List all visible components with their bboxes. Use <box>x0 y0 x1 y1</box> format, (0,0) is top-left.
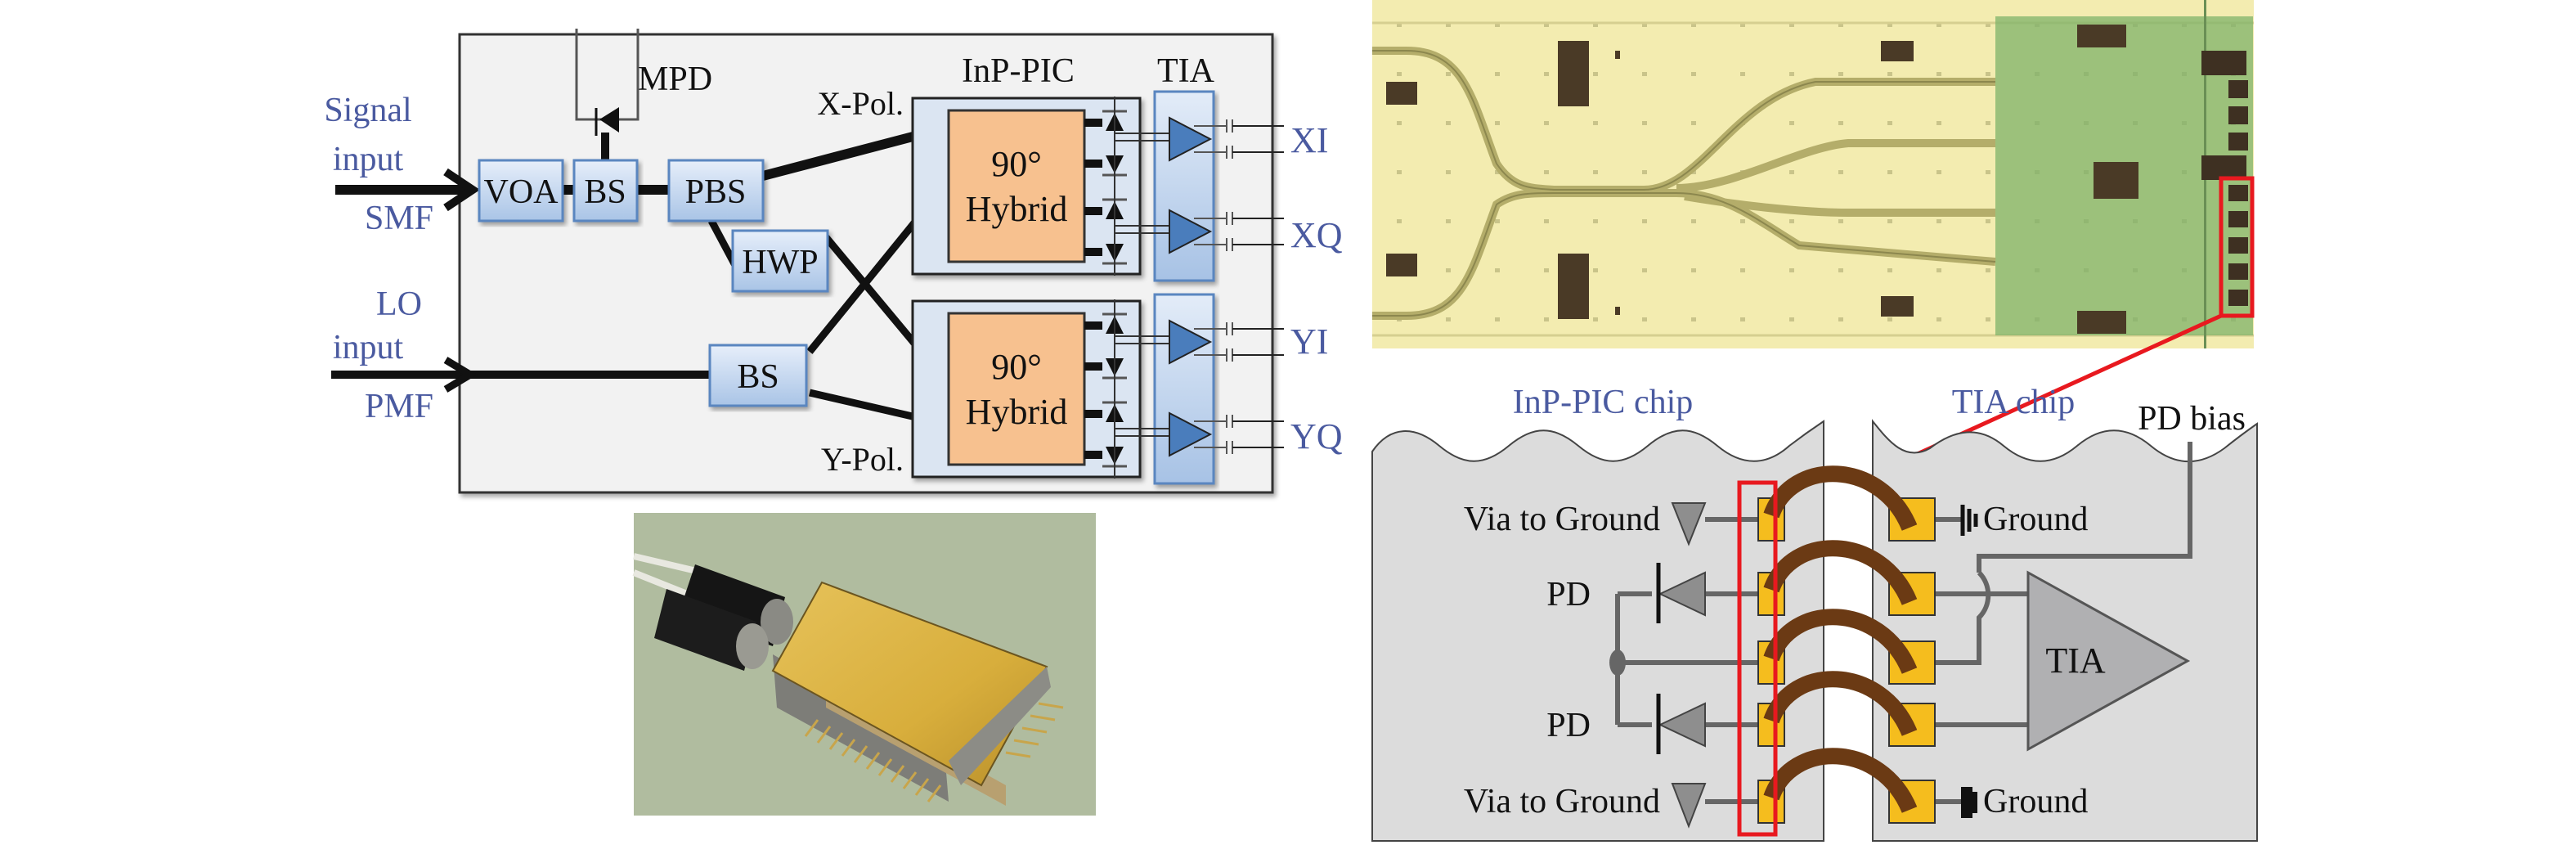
bond-pad-row <box>1757 671 1936 747</box>
chip-gap <box>1824 434 1872 841</box>
module-photo <box>632 513 1096 816</box>
x-pol-label: X-Pol. <box>817 85 904 122</box>
pd-bias-label: PD bias <box>2138 400 2246 438</box>
tia-chip-label: TIA chip <box>1952 384 2075 421</box>
photodiode-icon <box>1656 563 1706 623</box>
bond-pad-column <box>2201 51 2248 306</box>
pbs-label: PBS <box>685 173 747 211</box>
output-yi-label: YI <box>1290 321 1328 362</box>
metal-pads <box>1386 25 2138 334</box>
voa-block: VOA <box>478 159 564 222</box>
ground-icon <box>1961 787 1977 818</box>
signal-input-label-1: Signal <box>324 92 411 129</box>
signal-input-label-2: input <box>333 141 404 178</box>
y-pol-receiver-group: 90° Hybrid <box>911 293 1284 485</box>
fiber-boot-icon <box>654 564 793 671</box>
hybrid-label-2: Hybrid <box>966 392 1068 432</box>
hybrid-label-2: Hybrid <box>966 189 1068 229</box>
block-diagram: Signal input SMF LO input PMF MPD <box>324 29 1343 494</box>
lo-input-label-1: LO <box>376 285 422 323</box>
pbs-block: PBS <box>667 159 765 222</box>
mpd-monitor-photodiode <box>575 29 640 160</box>
pd-bottom-label: PD <box>1546 707 1591 744</box>
bond-pad-row <box>1757 748 1936 824</box>
output-xi-label: XI <box>1290 120 1328 160</box>
tia-amplifier-icon <box>1169 319 1213 365</box>
bs-lo-label: BS <box>737 358 779 396</box>
inp-pic-chip-label: InP-PIC chip <box>1513 384 1694 421</box>
hwp-label: HWP <box>742 244 818 281</box>
hybrid-block <box>947 109 1086 263</box>
y-pol-label: Y-Pol. <box>821 441 904 478</box>
via-to-ground-icon <box>1671 502 1707 546</box>
bond-pad-row <box>1757 609 1936 685</box>
pic-bond-pad <box>1757 640 1785 685</box>
tia-amplifier-label: TIA <box>2045 640 2106 681</box>
chip-micrograph <box>1372 0 2255 348</box>
ground-bottom-label: Ground <box>1983 783 2088 820</box>
package-body-icon <box>771 581 1064 806</box>
pmf-label: PMF <box>365 388 433 425</box>
tia-amplifier-icon <box>2026 570 2191 752</box>
bond-wire <box>1763 465 1918 532</box>
x-pol-path <box>761 131 918 181</box>
bond-wire <box>1763 671 1918 737</box>
x-pol-receiver-group: 90° Hybrid <box>911 90 1284 282</box>
tia-section-label: TIA <box>1157 52 1215 90</box>
bs-signal-label: BS <box>584 173 626 211</box>
output-xq-label: XQ <box>1290 215 1343 255</box>
bond-wire <box>1763 748 1918 814</box>
ground-icon <box>1960 505 1978 536</box>
bs-signal-block: BS <box>572 159 639 222</box>
pd-top-label: PD <box>1546 576 1591 614</box>
hybrid-block <box>947 312 1086 466</box>
hybrid-label-1: 90° <box>991 144 1042 184</box>
lo-input-arrow <box>331 357 710 393</box>
bond-schematic: InP-PIC chip TIA chip PD bias <box>1371 384 2258 842</box>
lo-input-label-2: input <box>333 329 404 366</box>
output-yq-label: YQ <box>1290 416 1343 456</box>
tia-amplifier-icon <box>1169 116 1213 162</box>
bond-pad-row <box>1757 465 1936 542</box>
tia-amplifier-icon <box>1169 209 1213 254</box>
highlighted-pad-column <box>1737 480 1778 837</box>
smf-label: SMF <box>365 200 433 237</box>
signal-input-arrow <box>335 168 481 212</box>
highlight-box <box>2219 176 2255 318</box>
bond-wire <box>1763 540 1918 606</box>
via-to-ground-top-label: Via to Ground <box>1464 501 1660 538</box>
hybrid-label-1: 90° <box>991 347 1042 387</box>
ground-top-label: Ground <box>1983 501 2088 538</box>
bs-lo-block: BS <box>708 344 808 407</box>
hwp-block: HWP <box>731 229 829 293</box>
via-to-ground-bottom-label: Via to Ground <box>1464 783 1660 820</box>
tia-amplifier-icon <box>1169 411 1213 457</box>
tia-strip <box>1153 90 1215 282</box>
bond-wire <box>1763 609 1918 675</box>
voa-label: VOA <box>484 173 559 211</box>
inp-pic-chip-body <box>1371 420 1824 842</box>
mpd-label: MPD <box>638 61 712 98</box>
via-to-ground-icon <box>1671 783 1707 829</box>
photodiode-icon <box>1656 694 1706 754</box>
tia-strip <box>1153 293 1215 485</box>
inp-pic-section-label: InP-PIC <box>962 52 1075 90</box>
bond-pad-row <box>1757 540 1936 616</box>
